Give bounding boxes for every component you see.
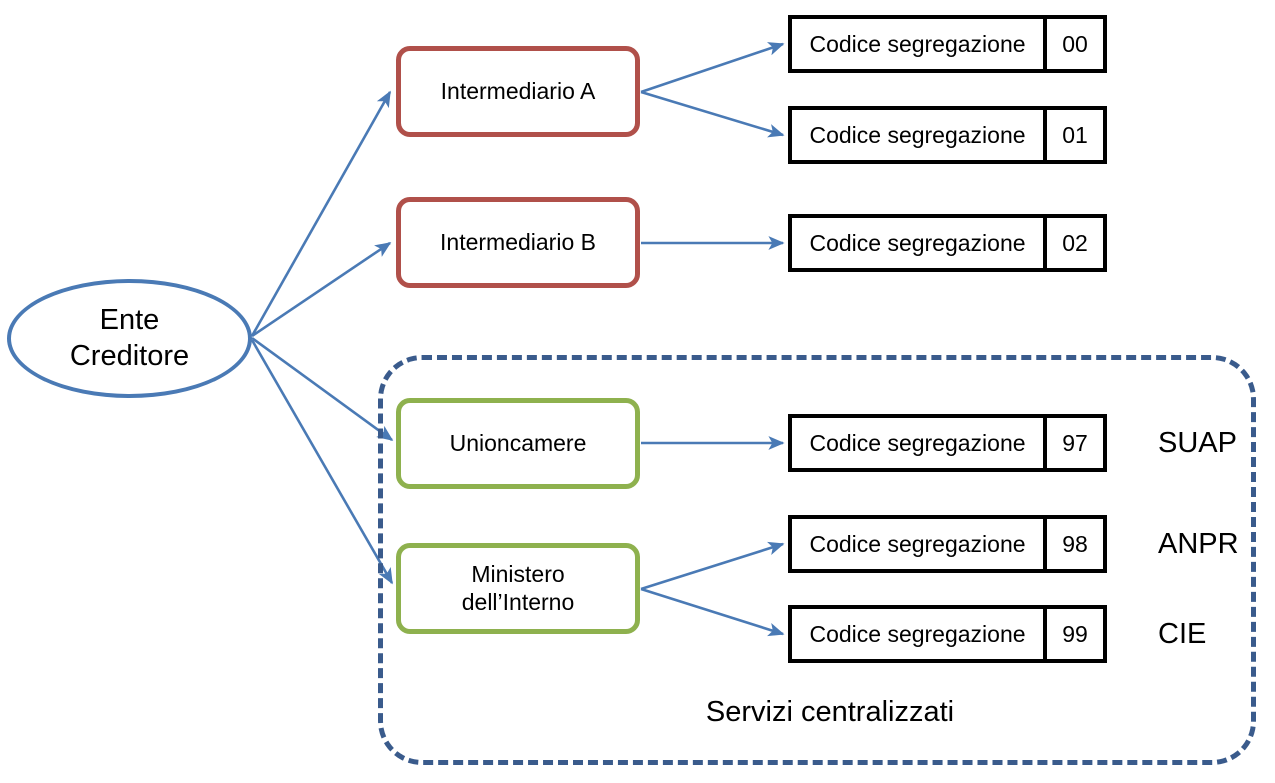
- service-tag-anpr: ANPR: [1158, 528, 1239, 560]
- code-box-97-divider: [1043, 418, 1047, 468]
- code-box-01[interactable]: Codice segregazione 01: [788, 106, 1107, 164]
- node-ente-creditore-label: Ente Creditore: [70, 303, 189, 374]
- edge-intermediario-a-to-code-00: [640, 42, 785, 94]
- servizi-centralizzati-group: [378, 355, 1256, 765]
- code-box-97[interactable]: Codice segregazione 97: [788, 414, 1107, 472]
- code-box-98-label: Codice segregazione: [809, 530, 1026, 557]
- code-box-02-divider: [1043, 218, 1047, 268]
- node-ministero-interno-label: Ministero dell’Interno: [462, 561, 575, 616]
- edge-ente-to-intermediario-a: [250, 90, 392, 337]
- node-ente-creditore-label-line1: Ente: [99, 304, 160, 337]
- node-intermediario-a-label: Intermediario A: [440, 77, 596, 104]
- node-ministero-interno-label-line2: dell’Interno: [461, 588, 575, 615]
- code-box-99[interactable]: Codice segregazione 99: [788, 605, 1107, 663]
- code-box-01-label: Codice segregazione: [809, 121, 1026, 148]
- code-box-00-label: Codice segregazione: [809, 30, 1026, 57]
- code-box-00-divider: [1043, 19, 1047, 69]
- code-box-00-value: 00: [1062, 30, 1088, 57]
- code-box-99-value: 99: [1062, 620, 1088, 647]
- code-box-01-value: 01: [1062, 121, 1088, 148]
- code-box-97-value: 97: [1062, 429, 1088, 456]
- service-tag-cie: CIE: [1158, 618, 1207, 650]
- edge-ente-to-unioncamere: [251, 336, 394, 442]
- code-box-98-divider: [1043, 519, 1047, 569]
- node-ente-creditore-label-line2: Creditore: [69, 339, 190, 372]
- node-intermediario-a[interactable]: Intermediario A: [396, 46, 640, 137]
- service-tag-suap: SUAP: [1158, 427, 1237, 459]
- code-box-97-label: Codice segregazione: [809, 429, 1026, 456]
- servizi-centralizzati-caption: Servizi centralizzati: [705, 696, 955, 728]
- node-ministero-interno-label-line1: Ministero: [471, 560, 565, 587]
- node-ministero-interno[interactable]: Ministero dell’Interno: [396, 543, 640, 634]
- node-unioncamere[interactable]: Unioncamere: [396, 398, 640, 489]
- code-box-02[interactable]: Codice segregazione 02: [788, 214, 1107, 272]
- node-ente-creditore[interactable]: Ente Creditore: [7, 279, 252, 398]
- edge-ente-to-ministero-interno: [250, 339, 394, 585]
- code-box-99-divider: [1043, 609, 1047, 659]
- edge-intermediario-a-to-code-01: [640, 90, 785, 138]
- code-box-98-value: 98: [1062, 530, 1088, 557]
- code-box-01-divider: [1043, 110, 1047, 160]
- node-unioncamere-label: Unioncamere: [449, 429, 587, 456]
- code-box-02-value: 02: [1062, 229, 1088, 256]
- code-box-99-label: Codice segregazione: [809, 620, 1026, 647]
- code-box-98[interactable]: Codice segregazione 98: [788, 515, 1107, 573]
- code-box-02-label: Codice segregazione: [809, 229, 1026, 256]
- code-box-00[interactable]: Codice segregazione 00: [788, 15, 1107, 73]
- node-intermediario-b-label: Intermediario B: [440, 228, 596, 255]
- node-intermediario-b[interactable]: Intermediario B: [396, 197, 640, 288]
- edge-ente-to-intermediario-b: [251, 241, 392, 338]
